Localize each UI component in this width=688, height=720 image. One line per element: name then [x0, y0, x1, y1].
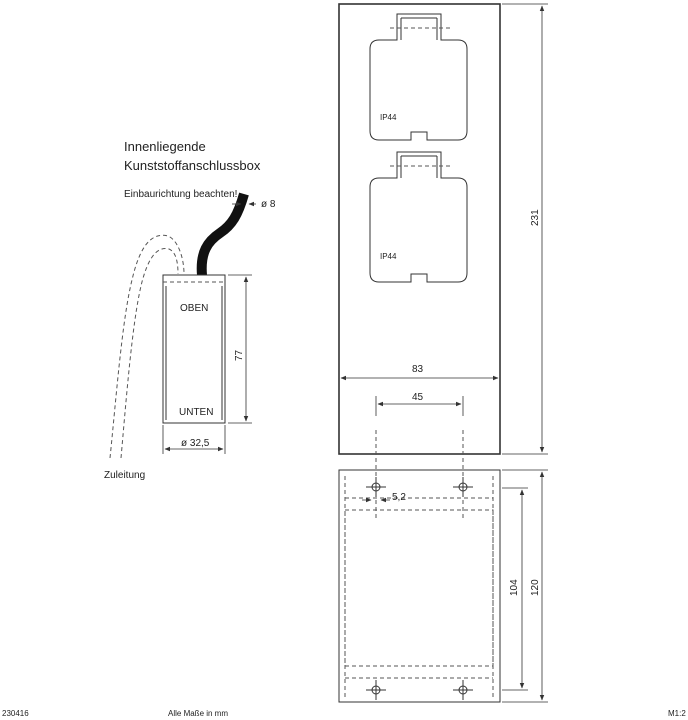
- front-width-label: 83: [412, 364, 424, 375]
- supply-cable: [109, 234, 185, 459]
- footer-id: 230416: [2, 709, 29, 718]
- base-inner: [344, 509, 494, 667]
- base-outline: [338, 469, 501, 703]
- hole-spacing-label: 45: [412, 392, 424, 403]
- cable-diameter-label: ø 8: [261, 199, 276, 210]
- base-view: 5,2 104 120: [338, 469, 548, 703]
- socket-1: IP44: [369, 13, 468, 141]
- inner-height-label: 104: [509, 579, 520, 596]
- socket-2: IP44: [369, 151, 468, 283]
- front-view: IP44 IP44 83 45 231: [338, 3, 548, 520]
- socket-2-label: IP44: [380, 252, 397, 261]
- socket-1-label: IP44: [380, 113, 397, 122]
- supply-label: Zuleitung: [104, 470, 145, 481]
- footer-scale: M1:2: [668, 709, 686, 718]
- title-line1: Innenliegende: [124, 139, 206, 154]
- black-cable: [196, 192, 249, 276]
- mounting-hole-top-left: [366, 477, 386, 497]
- title-line2: Kunststoffanschlussbox: [124, 158, 261, 173]
- front-plate: [338, 3, 501, 455]
- top-label: OBEN: [180, 303, 208, 314]
- connection-box: [162, 274, 226, 424]
- mounting-hole-bottom-left: [366, 680, 386, 700]
- outer-height-label: 120: [530, 579, 541, 596]
- box-diameter-label: ø 32,5: [181, 438, 210, 449]
- connection-box-view: Innenliegende Kunststoffanschlussbox Ein…: [104, 139, 276, 481]
- mounting-hole-bottom-right: [453, 680, 473, 700]
- bottom-label: UNTEN: [179, 407, 213, 418]
- box-height-label: 77: [234, 349, 245, 361]
- install-note: Einbaurichtung beachten!: [124, 189, 237, 200]
- footer: 230416 Alle Maße in mm M1:2: [2, 709, 686, 718]
- front-height-label: 231: [530, 209, 541, 226]
- hole-diameter-label: 5,2: [392, 492, 406, 503]
- mounting-hole-top-right: [453, 477, 473, 497]
- footer-units: Alle Maße in mm: [168, 709, 228, 718]
